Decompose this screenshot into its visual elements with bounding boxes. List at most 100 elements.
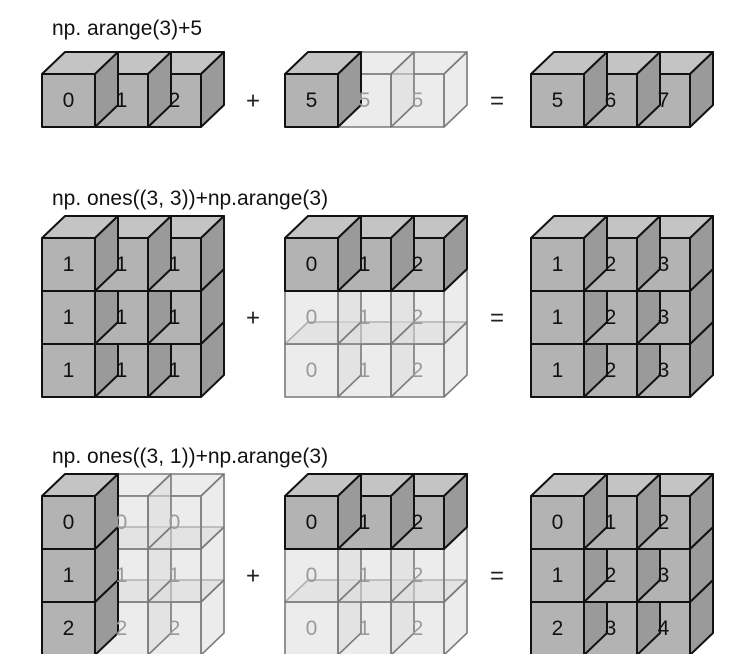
cube-value: 2: [412, 511, 424, 534]
cube-front-face: [41, 73, 96, 128]
cube-value: 5: [412, 89, 424, 112]
example-caption: np. ones((3, 3))+np.arange(3): [52, 187, 328, 210]
result-cube: [530, 51, 608, 128]
cube-front-face: [530, 237, 585, 292]
result-cube: [530, 215, 608, 292]
cube-front-face: [284, 601, 339, 654]
cube-value: 0: [63, 511, 75, 534]
cube-value: 1: [552, 306, 564, 329]
cube-value: 1: [116, 359, 128, 382]
cube-value: 1: [169, 564, 181, 587]
cube-value: 7: [658, 89, 670, 112]
cube-value: 2: [412, 564, 424, 587]
cube-value: 2: [605, 564, 617, 587]
cube-value: 2: [116, 617, 128, 640]
plus-operator: +: [246, 88, 260, 115]
cube-value: 2: [412, 306, 424, 329]
cube-front-face: [530, 601, 585, 654]
cube-value: 1: [359, 511, 371, 534]
cube-value: 0: [306, 564, 318, 587]
cube-value: 2: [63, 617, 75, 640]
cube-value: 1: [359, 564, 371, 587]
cube-value: 1: [552, 359, 564, 382]
solid-layer: [41, 51, 714, 654]
cube-value: 2: [658, 511, 670, 534]
cube-value: 4: [658, 617, 670, 640]
cube-front-face: [284, 548, 339, 603]
cube-value: 0: [306, 253, 318, 276]
cube-value: 3: [605, 617, 617, 640]
cube-value: 1: [552, 564, 564, 587]
equals-operator: =: [490, 563, 504, 590]
cube-value: 0: [552, 511, 564, 534]
operand-a-cube: [41, 473, 119, 550]
cube-value: 5: [359, 89, 371, 112]
cube-value: 1: [116, 564, 128, 587]
operand-b-cube: [284, 51, 362, 128]
cube-value: 1: [169, 253, 181, 276]
cube-value: 2: [412, 617, 424, 640]
cube-front-face: [41, 601, 96, 654]
cube-value: 0: [306, 511, 318, 534]
cube-front-face: [284, 495, 339, 550]
cube-front-face: [284, 73, 339, 128]
cube-front-face: [284, 343, 339, 398]
cube-value: 2: [412, 359, 424, 382]
cube-front-face: [530, 495, 585, 550]
cube-value: 1: [359, 253, 371, 276]
cube-front-face: [530, 290, 585, 345]
cube-value: 0: [306, 306, 318, 329]
example-caption: np. arange(3)+5: [52, 17, 202, 40]
cube-value: 5: [306, 89, 318, 112]
example-caption: np. ones((3, 1))+np.arange(3): [52, 445, 328, 468]
cube-value: 1: [63, 564, 75, 587]
cube-value: 3: [658, 253, 670, 276]
cube-value: 2: [605, 306, 617, 329]
cube-value: 2: [552, 617, 564, 640]
result-cube: [530, 473, 608, 550]
plus-operator: +: [246, 563, 260, 590]
operand-b-cube: [284, 215, 362, 292]
cube-value: 1: [359, 306, 371, 329]
cube-value: 1: [63, 359, 75, 382]
cube-front-face: [530, 73, 585, 128]
cube-front-face: [41, 495, 96, 550]
operand-b-cube: [284, 473, 362, 550]
cube-value: 0: [116, 511, 128, 534]
equals-operator: =: [490, 305, 504, 332]
cube-front-face: [284, 237, 339, 292]
cube-value: 0: [63, 89, 75, 112]
operand-a-cube: [41, 51, 119, 128]
cube-value: 1: [552, 253, 564, 276]
cube-value: 1: [605, 511, 617, 534]
cube-value: 1: [169, 306, 181, 329]
cube-value: 2: [605, 359, 617, 382]
cube-front-face: [41, 237, 96, 292]
cube-value: 0: [306, 359, 318, 382]
cube-value: 3: [658, 564, 670, 587]
cube-value: 1: [63, 253, 75, 276]
ghost-layer: [94, 51, 468, 654]
equals-operator: =: [490, 88, 504, 115]
cube-value: 0: [169, 511, 181, 534]
operand-a-cube: [41, 215, 119, 292]
cube-value: 1: [116, 89, 128, 112]
cube-value: 3: [658, 359, 670, 382]
cube-value: 2: [412, 253, 424, 276]
cube-front-face: [530, 548, 585, 603]
cube-value: 5: [552, 89, 564, 112]
cube-front-face: [41, 290, 96, 345]
cube-value: 6: [605, 89, 617, 112]
cube-value: 2: [169, 617, 181, 640]
cube-value: 2: [605, 253, 617, 276]
cube-value: 1: [169, 359, 181, 382]
cube-value: 3: [658, 306, 670, 329]
cube-value: 2: [169, 89, 181, 112]
plus-operator: +: [246, 305, 260, 332]
cube-value: 1: [116, 253, 128, 276]
cube-value: 1: [63, 306, 75, 329]
text-layer: np. arange(3)+5 2 1 0 5 5 5 7 6 5 + = np. ones((3, 3…: [52, 17, 670, 640]
cube-value: 0: [306, 617, 318, 640]
cube-value: 1: [359, 617, 371, 640]
